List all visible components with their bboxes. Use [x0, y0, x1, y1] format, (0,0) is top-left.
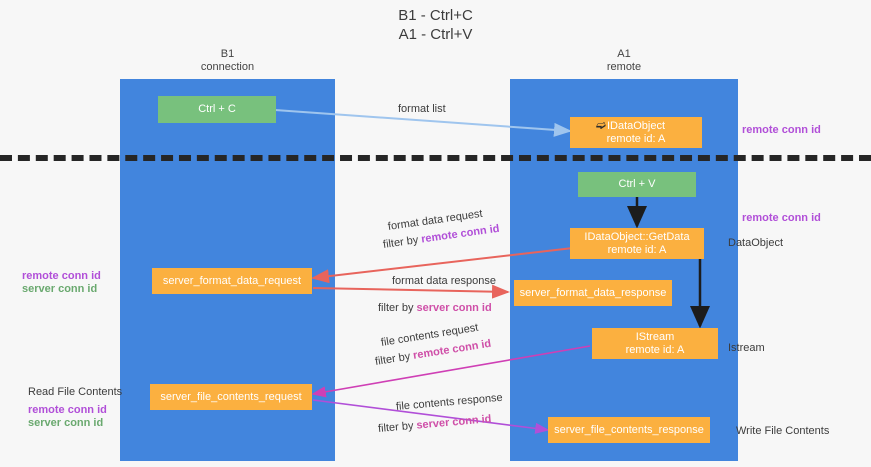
node-server-format-data-request-label: server_format_data_request — [162, 274, 302, 287]
node-istream[interactable]: IStream remote id: A — [592, 328, 718, 359]
annotation-left-server-conn-id-mid: server conn id — [22, 283, 98, 295]
edge-label-format-data-response: format data response — [392, 275, 496, 287]
phase-separator — [0, 155, 871, 161]
filter-key-server-conn-id: server conn id — [416, 302, 492, 314]
node-idataobject-getdata-sub: remote id: A — [607, 243, 667, 256]
annotation-right-istream: Istream — [728, 342, 765, 354]
edge-label-file-contents-response-filter: filter by server conn id — [377, 409, 492, 437]
node-istream-sub: remote id: A — [625, 343, 685, 356]
node-ctrl-v[interactable]: Ctrl + V — [578, 172, 696, 197]
node-ctrl-c-label: Ctrl + C — [198, 103, 236, 115]
page-title: B1 - Ctrl+C A1 - Ctrl+V — [0, 6, 871, 44]
lane-header-b1-role: connection — [200, 61, 255, 73]
filter-prefix: filter by — [378, 302, 417, 314]
mouse-cursor-icon: ➫ — [596, 118, 607, 132]
node-server-file-contents-request-label: server_file_contents_request — [160, 390, 302, 403]
node-idataobject-getdata[interactable]: IDataObject::GetData remote id: A — [570, 228, 704, 259]
node-server-format-data-request[interactable]: server_format_data_request — [152, 268, 312, 294]
node-server-file-contents-request[interactable]: server_file_contents_request — [150, 384, 312, 410]
filter-prefix: filter by — [374, 350, 415, 368]
annotation-right-remote-conn-id-mid: remote conn id — [742, 212, 821, 224]
annotation-right-write-file-contents: Write File Contents — [736, 425, 830, 437]
node-idataobject-label: IDataObject — [606, 119, 666, 132]
lane-header-a1-role: remote — [606, 61, 642, 73]
annotation-left-read-file-contents: Read File Contents — [28, 386, 123, 398]
annotation-right-remote-conn-id-top: remote conn id — [742, 124, 821, 136]
node-idataobject[interactable]: IDataObject remote id: A — [570, 117, 702, 148]
node-server-format-data-response[interactable]: server_format_data_response — [514, 280, 672, 306]
lane-header-b1-name: B1 — [220, 48, 235, 60]
annotation-left-server-conn-id-bottom: server conn id — [28, 417, 104, 429]
node-ctrl-c[interactable]: Ctrl + C — [158, 96, 276, 123]
node-server-format-data-response-label: server_format_data_response — [519, 286, 667, 299]
filter-key-server-conn-id: server conn id — [415, 413, 492, 432]
annotation-left-remote-conn-id-mid: remote conn id — [22, 270, 101, 282]
annotation-left-remote-conn-id-bottom: remote conn id — [28, 404, 107, 416]
edge-format-data-response — [312, 284, 510, 299]
title-line-2: A1 - Ctrl+V — [398, 26, 473, 43]
title-line-1: B1 - Ctrl+C — [398, 7, 473, 24]
node-server-file-contents-response-label: server_file_contents_response — [554, 423, 704, 436]
node-server-file-contents-response[interactable]: server_file_contents_response — [548, 417, 710, 443]
node-istream-label: IStream — [635, 330, 675, 343]
annotation-right-dataobject: DataObject — [728, 237, 784, 249]
edge-label-format-list: format list — [398, 103, 446, 115]
lane-header-a1: A1 remote — [510, 48, 738, 74]
lane-header-a1-name: A1 — [617, 48, 631, 60]
filter-prefix: filter by — [377, 419, 417, 435]
node-idataobject-sub: remote id: A — [606, 132, 666, 145]
edge-label-format-data-response-filter: filter by server conn id — [378, 298, 492, 316]
node-idataobject-getdata-label: IDataObject::GetData — [584, 230, 690, 243]
node-ctrl-v-label: Ctrl + V — [618, 178, 656, 190]
lane-header-b1: B1 connection — [120, 48, 335, 74]
filter-prefix: filter by — [382, 233, 423, 251]
